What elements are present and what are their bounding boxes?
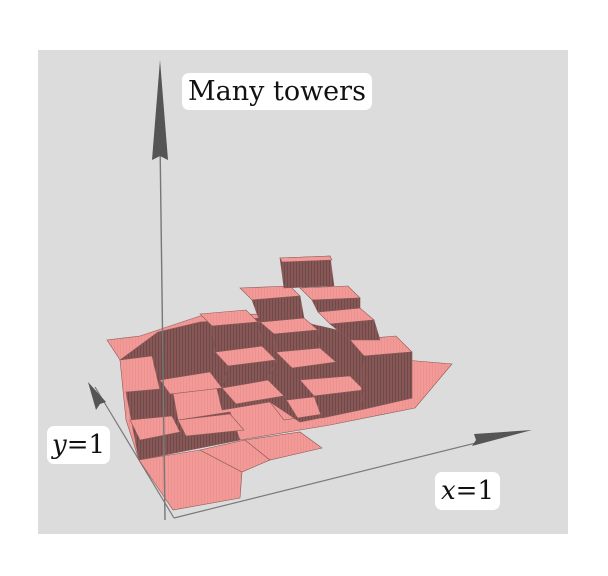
surface-step [177, 413, 245, 437]
x-axis-arrow-icon [472, 430, 532, 446]
y-axis-var: y [52, 430, 67, 460]
z-axis [152, 60, 168, 521]
x-axis-label: x=1 [435, 472, 500, 510]
plot-panel [38, 50, 568, 534]
y-axis-value: =1 [66, 430, 106, 460]
surface-mesh [106, 255, 453, 511]
surface-wall [235, 395, 301, 423]
y-axis-arrow-icon [88, 382, 106, 410]
surface-step [299, 285, 361, 301]
surface-wall [251, 295, 305, 323]
y-axis [88, 382, 106, 410]
x-axis-value: =1 [455, 476, 494, 506]
surface-wall [221, 359, 277, 389]
surface-tower-cap [279, 255, 333, 263]
surface-wall [311, 297, 361, 313]
z-axis-arrow-icon [152, 60, 168, 160]
chart-title: Many towers [182, 73, 372, 110]
surface-wall [211, 321, 263, 353]
x-axis [472, 430, 532, 446]
surface-wall [273, 329, 321, 353]
surface-step [129, 415, 181, 441]
x-axis-var: x [441, 476, 456, 506]
surface-step [244, 431, 323, 461]
surface-wall [313, 389, 365, 419]
surface-wall [329, 319, 381, 341]
y-axis-label: y=1 [47, 426, 111, 464]
axes-box [94, 386, 521, 519]
